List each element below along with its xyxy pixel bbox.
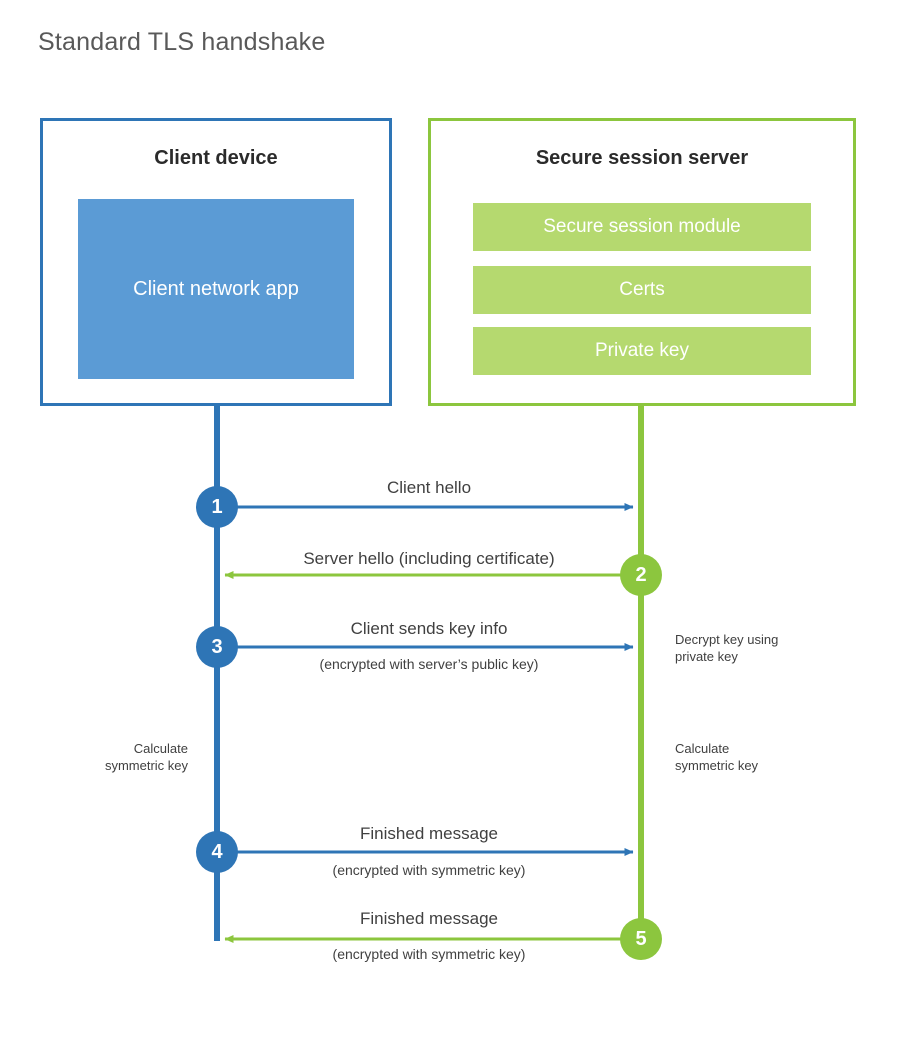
client-device-box: Client device Client network app: [40, 118, 392, 406]
step-marker-2[interactable]: 2: [620, 554, 662, 596]
arrow-label-step-3: Client sends key info: [350, 619, 508, 638]
step-marker-4[interactable]: 4: [196, 831, 238, 873]
annotation-decrypt-key: Decrypt key using private key: [675, 632, 779, 664]
step-marker-5[interactable]: 5: [620, 918, 662, 960]
step-marker-3[interactable]: 3: [196, 626, 238, 668]
arrow-label-step-4: Finished message: [360, 824, 498, 843]
server-bar-certs: Certs: [473, 266, 811, 314]
secure-session-server-title: Secure session server: [535, 147, 749, 169]
arrow-sublabel-step-4: (encrypted with symmetric key): [332, 862, 526, 878]
page-title: Standard TLS handshake: [38, 28, 326, 56]
arrow-sublabel-step-5: (encrypted with symmetric key): [332, 946, 526, 962]
annotation-client-calculate-symmetric-key: Calculate symmetric key: [104, 741, 188, 773]
arrow-label-step-2: Server hello (including certificate): [303, 549, 555, 568]
client-network-app-block: Client network app: [78, 199, 354, 379]
arrow-label-step-5: Finished message: [360, 909, 498, 928]
annotation-server-calculate-symmetric-key: Calculate symmetric key: [675, 741, 759, 773]
client-device-title: Client device: [154, 147, 278, 169]
arrow-sublabel-step-3: (encrypted with server’s public key): [319, 656, 539, 672]
step-marker-1[interactable]: 1: [196, 486, 238, 528]
server-bar-private-key: Private key: [473, 327, 811, 375]
arrow-label-step-1: Client hello: [386, 478, 472, 497]
secure-session-server-box: Secure session server Secure session mod…: [428, 118, 856, 406]
server-bar-secure-session-module: Secure session module: [473, 203, 811, 251]
